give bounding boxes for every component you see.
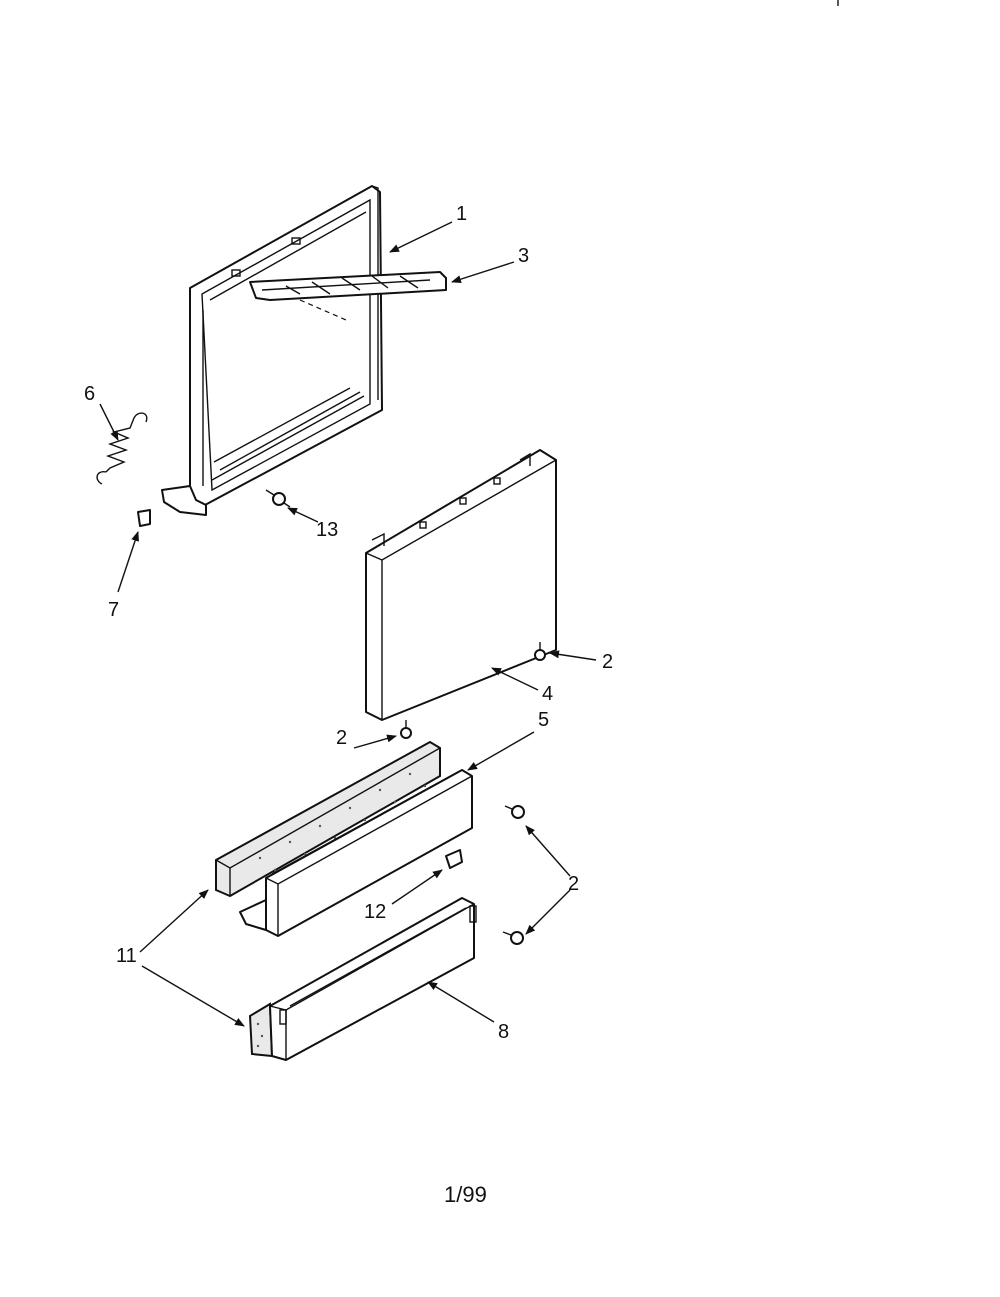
insulation-block-lower (248, 1002, 274, 1058)
callout-2-toe-screws: 2 (568, 873, 579, 895)
callout-6: 6 (84, 383, 95, 405)
door-spring-icon (96, 412, 148, 485)
panel-screw-bottom-icon (400, 720, 412, 739)
toe-screw-lower-icon (502, 931, 524, 945)
callout-13: 13 (316, 519, 338, 541)
toe-screw-upper-icon (504, 805, 525, 819)
inner-door-frame (161, 185, 383, 516)
toe-panel (239, 769, 473, 937)
insulation-block-upper (215, 740, 441, 898)
callout-5: 5 (538, 709, 549, 731)
kick-plate (269, 897, 477, 1061)
page-label: 1/99 (444, 1182, 487, 1207)
callout-2-panel-right: 2 (602, 651, 613, 673)
callout-3: 3 (518, 245, 529, 267)
leader-lines (99, 221, 597, 1027)
rack-bracket (249, 271, 447, 321)
toe-clip-icon (445, 849, 463, 869)
callout-8: 8 (498, 1021, 509, 1043)
panel-screw-right-icon (534, 642, 546, 661)
callout-4: 4 (542, 683, 553, 705)
clip-icon (137, 509, 151, 527)
callout-2-panel-bottom: 2 (336, 727, 347, 749)
outer-door-panel (365, 449, 557, 721)
callout-12: 12 (364, 901, 386, 923)
callout-11: 11 (116, 945, 137, 967)
callout-1: 1 (456, 203, 467, 225)
frame-screw-icon (265, 489, 291, 508)
callout-7: 7 (108, 599, 119, 621)
